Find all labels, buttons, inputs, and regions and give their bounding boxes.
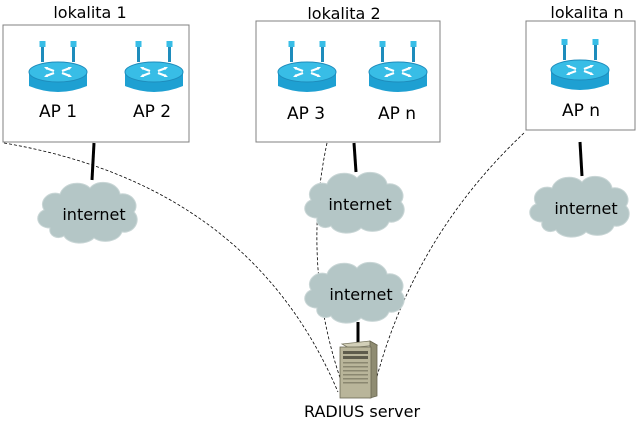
radius-server: RADIUS server <box>304 340 420 421</box>
site-title: lokalita 1 <box>53 3 126 22</box>
site-lokalita-1: lokalita 1 AP 1 AP 2 <box>2 3 190 143</box>
internet-cloud-1: internet <box>37 181 138 244</box>
ap-label: AP 3 <box>287 104 325 124</box>
ap-label: AP n <box>378 104 416 124</box>
ap-label: AP 2 <box>133 102 171 122</box>
uplink-line <box>90 142 96 181</box>
auth-link-lokalita-2 <box>316 142 346 393</box>
ap-label: AP n <box>562 101 600 121</box>
cloud-label: internet <box>62 205 125 224</box>
uplink-line <box>352 142 358 173</box>
internet-cloud-server: internet <box>304 261 405 324</box>
cloud-label: internet <box>328 195 391 214</box>
cloud-label: internet <box>554 199 617 218</box>
auth-link-lokalita-n <box>372 132 525 393</box>
site-lokalita-2: lokalita 2 AP 3 AP n <box>255 4 441 143</box>
ap-label: AP 1 <box>39 102 77 122</box>
internet-cloud-3: internet <box>529 175 630 238</box>
server-icon <box>339 340 379 399</box>
site-title: lokalita n <box>550 3 623 22</box>
auth-link-lokalita-1 <box>3 142 339 393</box>
site-title: lokalita 2 <box>307 4 380 23</box>
internet-cloud-2: internet <box>304 171 405 234</box>
server-label: RADIUS server <box>304 402 420 421</box>
uplink-line <box>578 141 584 177</box>
cloud-label: internet <box>329 285 392 304</box>
site-lokalita-n: lokalita n AP n <box>525 3 636 131</box>
